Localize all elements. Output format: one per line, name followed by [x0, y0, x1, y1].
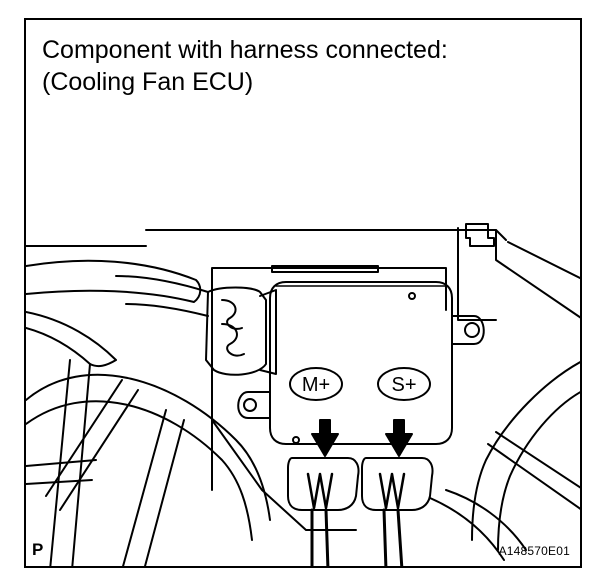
ecu-right-ear-hole [464, 322, 480, 338]
title-line-2: (Cooling Fan ECU) [42, 68, 254, 96]
terminal-s-plus-label: S+ [391, 374, 416, 396]
left-connector-body [205, 286, 267, 376]
title-line-1: Component with harness connected: [42, 36, 448, 64]
fan-blade-left-1 [26, 259, 202, 303]
cooling-fan-ecu-illustration: M+ S+ [26, 223, 580, 566]
ecu-left-ear [237, 391, 271, 419]
fan-spoke-2 [45, 379, 139, 511]
fan-spoke-1 [49, 359, 91, 566]
wire-s-plus-left [382, 508, 388, 566]
ecu-screw-1 [408, 292, 416, 300]
arrow-m-plus [311, 419, 339, 457]
terminal-m-plus-oval [289, 367, 343, 401]
fan-spoke-4 [26, 459, 97, 485]
figure-title: Component with harness connected: (Cooli… [42, 34, 448, 98]
wire-s-plus-right [396, 508, 404, 566]
figure-code: A148570E01 [498, 544, 570, 558]
left-harness-tube [115, 275, 209, 317]
ecu-left-ear-hole [243, 398, 257, 412]
fan-spoke-right [487, 431, 580, 510]
fan-blade-right [429, 489, 527, 561]
terminal-m-plus-label: M+ [302, 374, 330, 396]
fan-hub-arc-2 [26, 400, 253, 541]
wire-m-plus-right [324, 508, 330, 566]
shroud-right-panel [457, 227, 497, 321]
fan-blade-left-2 [26, 311, 117, 368]
fan-hub-arc-1 [26, 373, 271, 521]
top-latch [465, 223, 495, 247]
connector-s-plus-housing [361, 457, 434, 511]
fan-spoke-3 [122, 409, 185, 566]
figure-frame: Component with harness connected: (Cooli… [24, 18, 582, 568]
connector-m-plus-pins [306, 472, 334, 510]
shroud-right-edge [495, 229, 580, 319]
arrow-s-plus [385, 419, 413, 457]
connector-m-plus-housing [287, 457, 360, 511]
ecu-right-ear [451, 315, 485, 345]
connector-s-plus-pins [378, 472, 406, 510]
left-connector-wire-loop-2 [221, 323, 245, 357]
terminal-s-plus-oval [377, 367, 431, 401]
ecu-screw-2 [292, 436, 300, 444]
fan-ring-right-2 [497, 391, 580, 551]
ecu-housing [269, 281, 453, 445]
corner-mark: P [32, 540, 44, 559]
left-connector-lock [259, 289, 277, 375]
shroud-top-line [26, 229, 507, 247]
bracket-slot [271, 265, 379, 273]
bracket-plate [211, 267, 447, 531]
fan-ring-right-1 [471, 361, 580, 541]
